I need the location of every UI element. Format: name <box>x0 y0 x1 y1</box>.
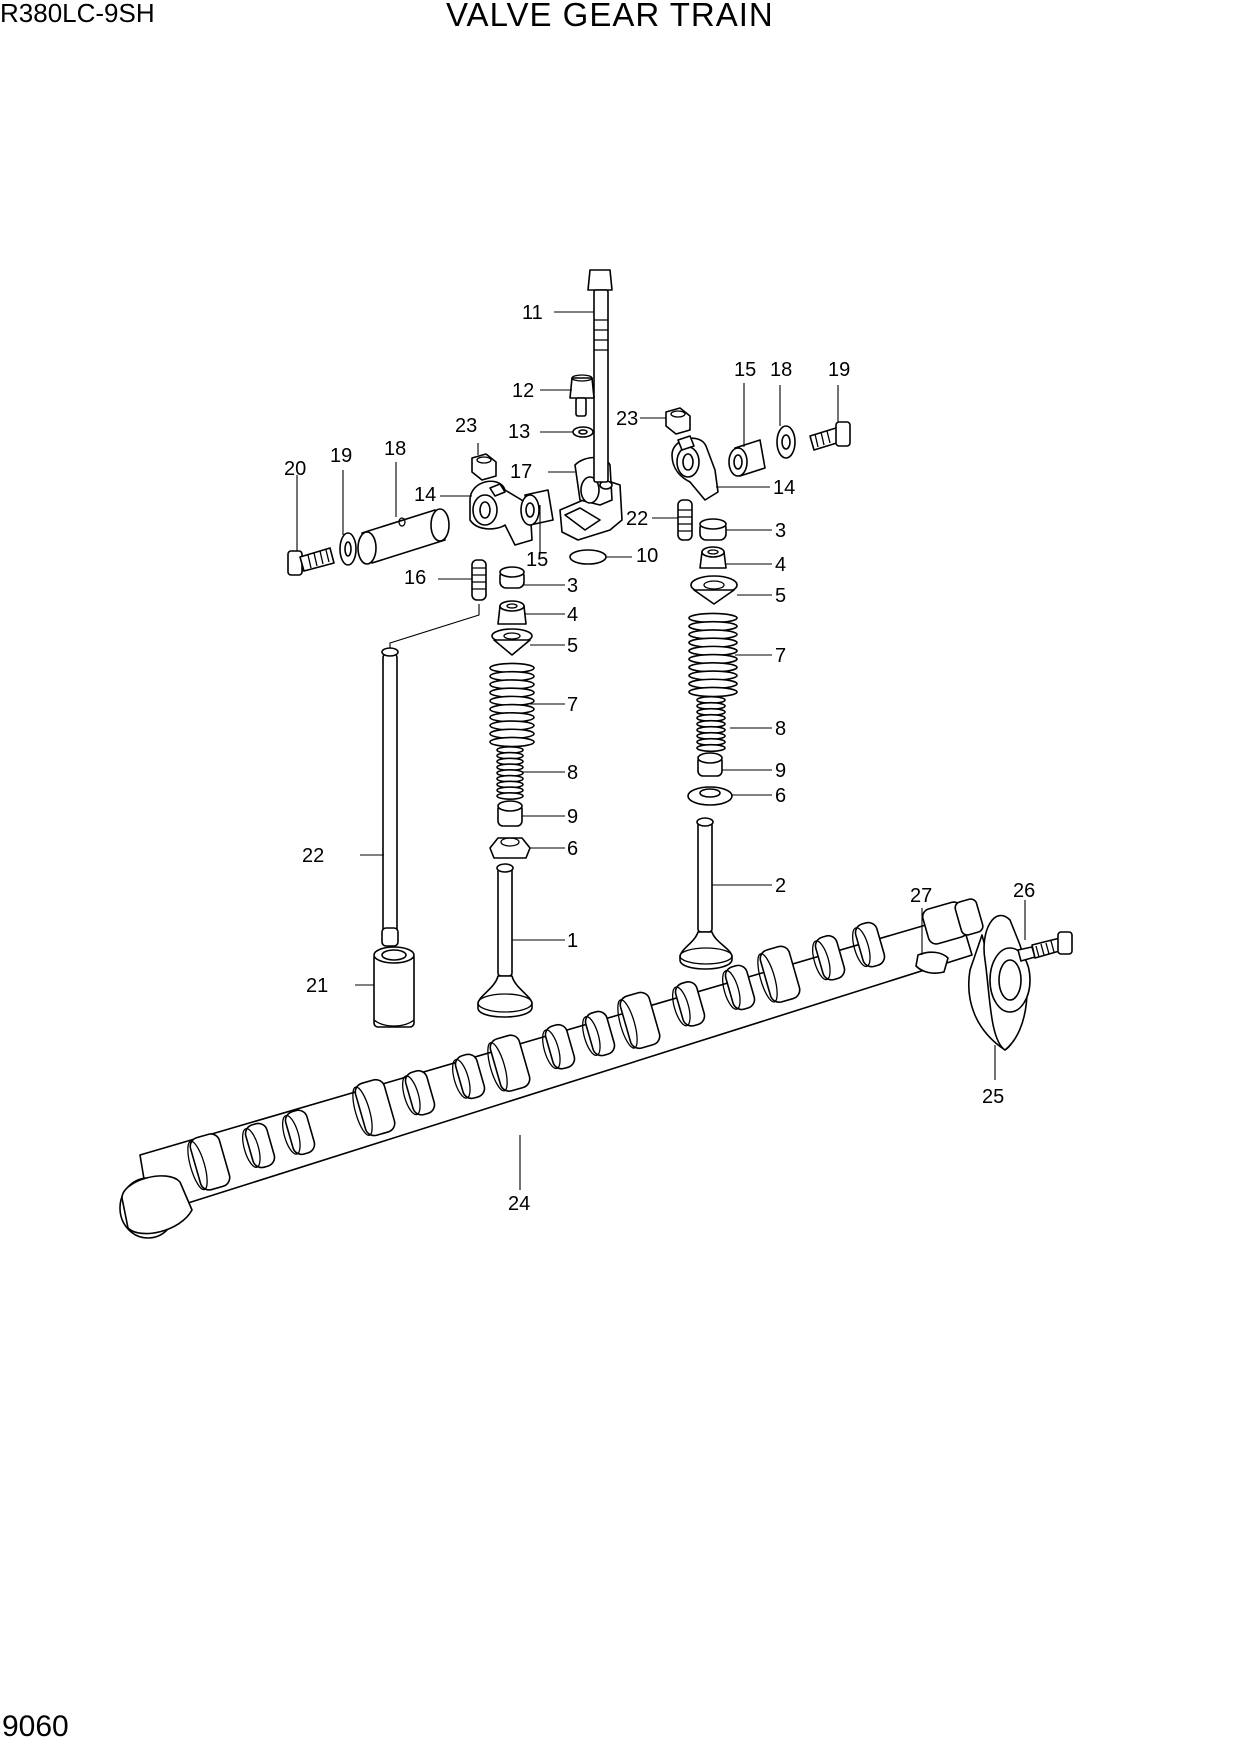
callout-6b: 6 <box>775 785 786 807</box>
exhaust-valve <box>679 817 733 970</box>
callout-11: 11 <box>522 302 543 324</box>
thrust-plate <box>968 914 1031 1051</box>
callout-19a: 19 <box>330 445 352 467</box>
adjusting-nut-right <box>665 407 691 435</box>
callout-3b: 3 <box>775 520 786 542</box>
adjusting-screw-left <box>471 559 487 601</box>
adjusting-nut-left <box>471 453 497 481</box>
inner-spring-left <box>496 746 524 800</box>
callout-15b: 15 <box>734 359 756 381</box>
spring-retainer-right <box>690 575 738 605</box>
callout-7b: 7 <box>775 645 786 667</box>
rocker-arm-right <box>671 435 719 501</box>
spring-seat-right <box>687 786 733 806</box>
callout-16: 16 <box>404 567 426 589</box>
callout-23b: 23 <box>616 408 638 430</box>
bracket-bolt-short <box>569 374 595 417</box>
callout-8b: 8 <box>775 718 786 740</box>
camshaft <box>119 898 984 1239</box>
leader-lines <box>296 311 1026 1190</box>
callout-labels: 11 12 13 17 23 20 19 18 14 15 16 10 3 4 … <box>284 302 1035 1215</box>
valve-stem-seal-right <box>697 752 723 777</box>
model-name: R380LC-9SH <box>0 0 155 28</box>
callout-22b: 22 <box>626 508 648 530</box>
thrust-plate-bolt <box>1017 931 1073 962</box>
valve-cap-right <box>699 518 727 541</box>
tappet <box>373 946 415 1028</box>
callout-3a: 3 <box>567 575 578 597</box>
callout-14a: 14 <box>414 484 436 506</box>
rocker-shaft-bolt-right <box>809 421 851 451</box>
callout-1: 1 <box>567 930 578 952</box>
callout-15a: 15 <box>526 549 548 571</box>
callout-14b: 14 <box>773 477 795 499</box>
inner-spring-right <box>696 695 726 753</box>
valve-cap-left <box>499 566 525 589</box>
rocker-bracket <box>559 456 623 541</box>
bracket-bolt-long <box>587 269 613 483</box>
callout-21: 21 <box>306 975 328 997</box>
lock-washer <box>572 426 594 438</box>
callout-8a: 8 <box>567 762 578 784</box>
callout-20: 20 <box>284 458 306 480</box>
adjusting-screw-right <box>677 499 693 541</box>
rocker-bushing-right <box>728 439 766 477</box>
valve-cotter-right <box>699 546 727 569</box>
callout-18b: 18 <box>770 359 792 381</box>
callout-2: 2 <box>775 875 786 897</box>
callout-9a: 9 <box>567 806 578 828</box>
push-rod <box>381 647 399 947</box>
callout-13: 13 <box>508 421 530 443</box>
intake-valve <box>477 863 533 1018</box>
woodruff-key <box>915 951 949 974</box>
callout-17: 17 <box>510 461 532 483</box>
callout-6a: 6 <box>567 838 578 860</box>
outer-spring-left <box>489 662 535 748</box>
valve-stem-seal-left <box>497 800 523 827</box>
page-title: VALVE GEAR TRAIN <box>446 0 774 33</box>
callout-23a: 23 <box>455 415 477 437</box>
callout-4a: 4 <box>567 604 578 626</box>
rocker-arm-left <box>469 480 533 546</box>
rocker-shaft-bolt <box>287 547 335 576</box>
callout-7a: 7 <box>567 694 578 716</box>
rocker-bushing-left <box>520 489 554 526</box>
page-number: 9060 <box>2 1710 69 1743</box>
spring-retainer-left <box>491 628 533 656</box>
washer <box>339 532 357 566</box>
outer-spring-right <box>688 612 738 698</box>
callout-5b: 5 <box>775 585 786 607</box>
callout-12: 12 <box>512 380 534 402</box>
callout-22a: 22 <box>302 845 324 867</box>
callout-26: 26 <box>1013 880 1035 902</box>
callout-24: 24 <box>508 1193 530 1215</box>
callout-18a: 18 <box>384 438 406 460</box>
callout-19b: 19 <box>828 359 850 381</box>
spring-seat-left <box>489 837 531 859</box>
callout-27: 27 <box>910 885 932 907</box>
rocker-shaft <box>357 508 450 565</box>
callout-9b: 9 <box>775 760 786 782</box>
o-ring <box>569 549 607 565</box>
callout-5a: 5 <box>567 635 578 657</box>
callout-10: 10 <box>636 545 658 567</box>
callout-4b: 4 <box>775 554 786 576</box>
valve-cotter-left <box>497 600 527 625</box>
washer-right <box>776 425 796 459</box>
callout-25: 25 <box>982 1086 1004 1108</box>
